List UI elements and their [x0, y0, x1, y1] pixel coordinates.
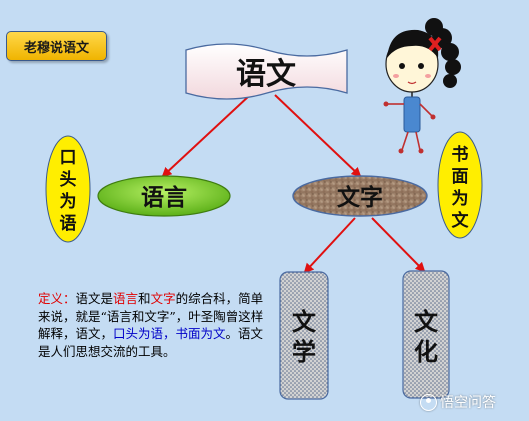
arrow-to-language: [161, 94, 251, 178]
literature-char-2: 学: [292, 338, 316, 366]
title-text: 语文: [236, 57, 296, 92]
arrow-to-writing: [274, 94, 362, 178]
watermark: 悟空问答: [420, 392, 496, 412]
watermark-text: 悟空问答: [440, 395, 496, 411]
written-char-2: 面: [452, 167, 469, 187]
definition-term-writing: 文字: [150, 291, 176, 306]
cartoon-girl: [383, 18, 461, 154]
oral-char-1: 口: [60, 148, 77, 168]
language-node: [97, 175, 231, 217]
oral-char-2: 头: [60, 170, 77, 190]
oral-char-3: 为: [60, 191, 77, 212]
title-flag: [185, 43, 348, 100]
definition-label: 定义：: [38, 291, 76, 306]
arrow-to-culture: [371, 217, 426, 273]
arrow-to-literature: [303, 217, 356, 274]
definition-part-1: 语文是: [75, 291, 114, 306]
culture-char-1: 文: [414, 308, 439, 336]
oral-oval: [45, 135, 91, 243]
author-badge: 老穆说语文: [6, 31, 107, 61]
definition-part-3: 的综合科，简单来说，就是“语言和文字”，叶圣陶曾这样解释，语文，: [38, 291, 264, 341]
definition-text: 定义：语文是语言和文字的综合科，简单来说，就是“语言和文字”，叶圣陶曾这样解释，…: [38, 290, 268, 360]
written-char-1: 书: [452, 145, 469, 165]
writing-text: 文字: [337, 184, 383, 211]
oral-char-4: 语: [60, 214, 77, 234]
literature-box: [279, 271, 329, 400]
writing-node: [292, 175, 428, 217]
definition-part-4: 。语文是人们思想交流的工具。: [38, 326, 264, 359]
written-oval: [437, 131, 483, 239]
definition-term-language: 语言: [113, 291, 139, 306]
written-char-4: 文: [452, 210, 470, 231]
definition-part-2: 和: [138, 291, 151, 306]
wukong-logo-icon: [420, 393, 437, 411]
literature-char-1: 文: [292, 308, 317, 336]
written-char-3: 为: [452, 188, 469, 209]
language-text: 语言: [141, 184, 187, 211]
culture-char-2: 化: [414, 338, 438, 366]
definition-quote: 口头为语，书面为文: [113, 326, 226, 341]
